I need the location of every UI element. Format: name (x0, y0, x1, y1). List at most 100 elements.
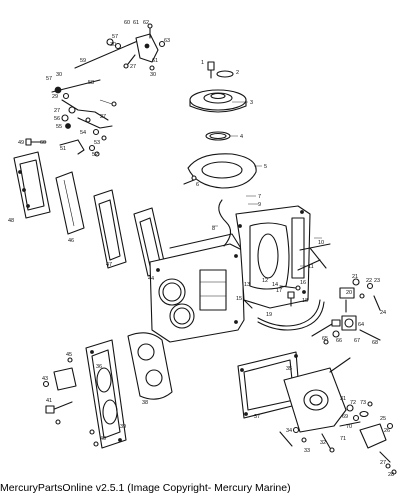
callout-10: 10 (318, 240, 324, 246)
callout-labels: 60 61 62 57 30 63 59 27 61 30 1 2 57 30 … (8, 20, 394, 478)
callout-7: 7 (258, 194, 261, 200)
callout-26: 26 (384, 428, 390, 434)
exhaust-plate-35 (283, 357, 351, 433)
callout-69: 69 (342, 414, 348, 420)
callout-21: 21 (352, 274, 358, 280)
valve-assembly-64-68 (311, 315, 381, 345)
reed-block-48 (13, 151, 51, 219)
leader-lines (212, 101, 322, 267)
callout-33: 33 (304, 448, 310, 454)
bolt-49 (25, 138, 47, 146)
callout-29: 29 (52, 94, 58, 100)
plate-47 (93, 189, 127, 269)
callout-47: 47 (106, 262, 112, 268)
fittings-20-24 (339, 278, 381, 313)
callout-46: 46 (68, 238, 74, 244)
callout-12: 12 (262, 278, 268, 284)
screw-washer-1-2 (207, 61, 234, 79)
callout-16: 16 (300, 280, 306, 286)
callout-27: 27 (130, 64, 136, 70)
cylinder-block (149, 233, 253, 343)
screw-18 (287, 291, 295, 307)
crankcase-cover (235, 205, 331, 309)
wire-8 (218, 199, 232, 247)
callout-65: 65 (322, 336, 328, 342)
plate-46 (55, 171, 85, 235)
callout-52: 52 (92, 152, 98, 158)
callout-8: 8 (212, 226, 215, 232)
linkage-assembly-top (74, 23, 166, 71)
callout-60: 60 (40, 140, 46, 146)
callout-23: 23 (374, 278, 380, 284)
callout-39: 39 (120, 424, 126, 430)
callout-53: 53 (94, 140, 100, 146)
callout-70: 70 (346, 424, 352, 430)
callout-63: 63 (164, 38, 170, 44)
callout-3: 3 (250, 100, 253, 106)
callout-59: 59 (80, 58, 86, 64)
callout-19: 19 (266, 312, 272, 318)
callout-32: 32 (320, 440, 326, 446)
gasket-5 (183, 153, 257, 189)
callout-45: 45 (66, 352, 72, 358)
callout-17: 17 (276, 288, 282, 294)
bolts-32-34 (279, 426, 335, 453)
callout-27: 27 (380, 460, 386, 466)
callout-51: 51 (60, 146, 66, 152)
callout-9: 9 (258, 202, 261, 208)
callout-55: 55 (56, 124, 62, 130)
screw-16-17 (279, 285, 301, 291)
callout-25: 25 (380, 416, 386, 422)
bracket-25-28 (359, 422, 397, 475)
callout-38: 38 (142, 400, 148, 406)
callout-2: 2 (236, 70, 239, 76)
callout-49: 49 (18, 140, 24, 146)
throttle-arm-assembly (51, 79, 117, 157)
callout-40: 40 (100, 436, 106, 442)
callout-64: 64 (358, 322, 364, 328)
callout-62: 62 (143, 20, 149, 26)
callout-24: 24 (380, 310, 386, 316)
callout-58: 58 (88, 80, 94, 86)
callout-22: 22 (366, 278, 372, 284)
callout-60: 60 (124, 20, 130, 26)
callout-34: 34 (286, 428, 292, 434)
callout-37: 37 (254, 414, 260, 420)
callout-5: 5 (264, 164, 267, 170)
callout-18: 18 (302, 298, 308, 304)
callout-15: 15 (236, 296, 242, 302)
callout-36: 36 (96, 364, 102, 370)
callout-66: 66 (336, 338, 342, 344)
callout-13: 13 (244, 282, 250, 288)
callout-31: 31 (340, 396, 346, 402)
callout-56: 56 (54, 116, 60, 122)
callout-6: 6 (196, 182, 199, 188)
callout-11: 11 (308, 264, 314, 270)
hose-19 (257, 299, 325, 331)
callout-67: 67 (354, 338, 360, 344)
callout-71: 71 (340, 436, 346, 442)
callout-1: 1 (201, 60, 204, 66)
stud-10 (309, 247, 327, 269)
callout-27: 27 (54, 108, 60, 114)
callout-20: 20 (346, 290, 352, 296)
callout-4: 4 (240, 134, 243, 140)
callout-41: 41 (46, 398, 52, 404)
copyright-caption: MercuryPartsOnline v2.5.1 (Image Copyrig… (0, 482, 291, 494)
callout-68: 68 (372, 340, 378, 346)
small-parts-45-43 (42, 357, 99, 447)
callout-72: 72 (350, 400, 356, 406)
callout-61: 61 (133, 20, 139, 26)
bearing-plate-3 (189, 89, 247, 113)
callout-48: 48 (8, 218, 14, 224)
callout-43: 43 (42, 376, 48, 382)
callout-30: 30 (56, 72, 62, 78)
small-parts-69-73 (339, 401, 373, 427)
callout-35: 35 (286, 366, 292, 372)
callout-30: 30 (110, 42, 116, 48)
transfer-port-cover-36 (85, 339, 127, 449)
gasket-38 (127, 332, 173, 400)
callout-14: 14 (272, 282, 278, 288)
callout-61: 61 (152, 58, 158, 64)
callout-57: 57 (112, 34, 118, 40)
